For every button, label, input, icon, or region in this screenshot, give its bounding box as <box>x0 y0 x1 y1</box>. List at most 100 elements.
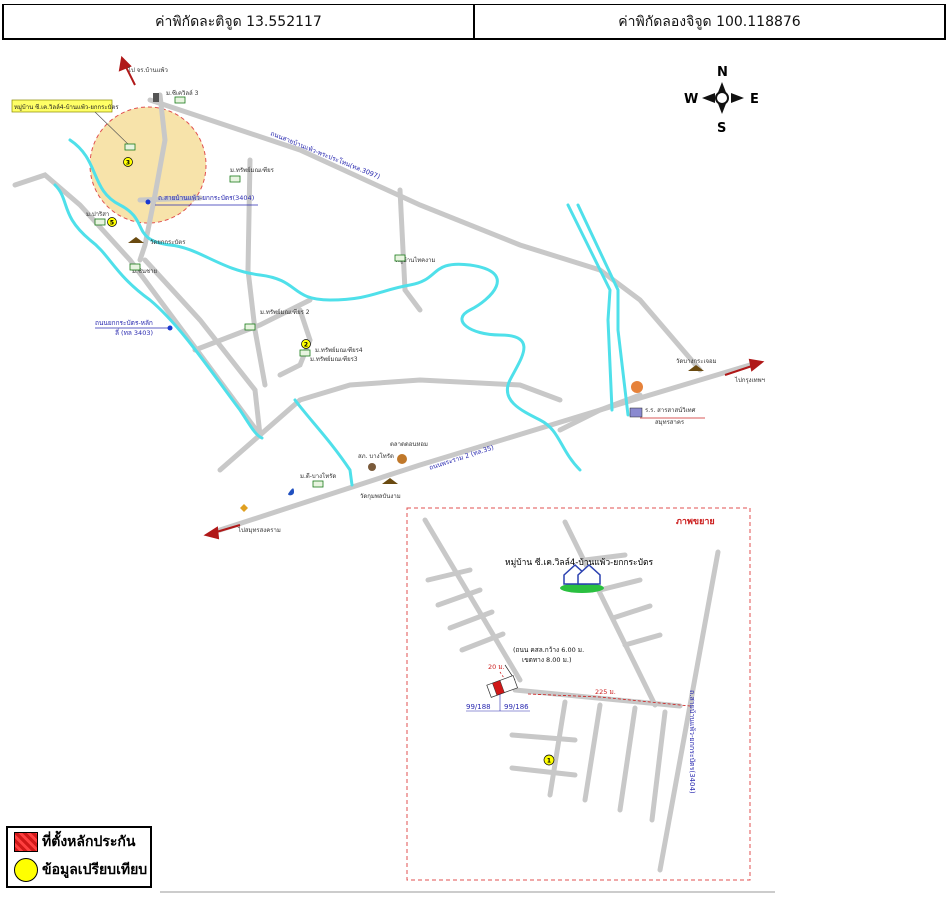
inset-road-link <box>512 687 683 709</box>
village-icon <box>299 349 311 357</box>
arrow-east-head <box>748 358 765 372</box>
label-road-3404: ถ.สายบ้านแพ้ว-ยกกระบัตร(3404) <box>158 194 254 202</box>
road-west <box>12 172 263 438</box>
police-icon <box>368 463 376 471</box>
drop-icon <box>288 488 294 496</box>
inset-road-side: ถ.สายบ้านแพ้ว-ยกกระบัตร(3404) <box>688 690 696 794</box>
target-area-circle <box>89 106 207 224</box>
river-main <box>68 138 582 472</box>
canal-east-a <box>566 203 614 412</box>
inset-village-icon <box>560 563 604 593</box>
compass-n: N <box>717 65 728 80</box>
road-branch-d <box>397 187 423 313</box>
village-icon <box>244 323 256 331</box>
collateral-swatch <box>14 832 38 852</box>
label-wat-yok: วัดยกกระบัตร <box>150 239 186 246</box>
marker-3: 3 <box>126 160 130 167</box>
label-to-bkk: ไปกรุงเทพฯ <box>734 376 765 384</box>
latitude-cell: ค่าพิกัดละติจูด 13.552117 <box>4 5 475 38</box>
label-wat-kum: วัดกุมพลบันงาม <box>360 493 401 500</box>
inset-road-note-2: เขตทาง 8.00 ม.) <box>522 656 572 664</box>
label-road-3403-a: ถนนยกกระบัตร-หลัก <box>95 319 153 327</box>
road-branch-b <box>245 157 268 388</box>
target-callout-box <box>11 99 113 113</box>
inset-title: ภาพขยาย <box>676 517 715 527</box>
temple-icon <box>128 237 144 243</box>
village-icon <box>394 254 406 262</box>
temple-icon <box>688 365 704 371</box>
label-village-dee: ม.ดี-บางโทรัด <box>300 472 336 480</box>
label-road-3403-b: ลี่ (ทล 3403) <box>115 328 153 337</box>
school-flag-icon <box>629 407 643 418</box>
target-callout: หมู่บ้าน ซี.เค.วิลล์4-บ้านแพ้ว-ยกกระบัตร <box>14 103 119 111</box>
arrow-west-head <box>203 526 220 540</box>
coordinate-header: ค่าพิกัดละติจูด 13.552117 ค่าพิกัดลองจิจ… <box>2 4 946 40</box>
marker-2: 2 <box>304 342 308 349</box>
label-village-sk3: ม.ซีเควิลล์ 3 <box>166 89 199 97</box>
longitude-cell: ค่าพิกัดลองจิจูด 100.118876 <box>618 13 801 30</box>
inset-roads <box>422 517 721 873</box>
label-wat-bangkrachom: วัดบางกระเจอม <box>676 358 717 365</box>
road-branch-e <box>217 377 563 473</box>
road-3403 <box>142 257 263 438</box>
village-icon <box>94 218 106 226</box>
village-icon <box>129 263 141 271</box>
comparison-swatch <box>14 858 38 882</box>
inset-dist-225: 225 ม. <box>595 688 616 696</box>
legend-comparison: ข้อมูลเปรียบเทียบ <box>8 856 150 884</box>
river-south <box>293 398 354 487</box>
label-road-3097: ถนนสายบ้านแพ้ว-พระประโทน(ทล.3097) <box>269 129 381 180</box>
inset-lot-a: 99/188 <box>466 703 491 711</box>
rivers <box>53 138 630 487</box>
marker-5: 5 <box>110 220 114 227</box>
label-village-sap: ม.ทรัพย์มณเฑียร <box>230 166 275 174</box>
compass-s: S <box>717 121 726 136</box>
temple-icon <box>382 478 398 484</box>
label-village-hang: หมู่บ้านไทคงาม <box>395 256 435 264</box>
poi-orange-icon <box>631 381 643 393</box>
label-village-sap3b: ม.ทรัพย์มณเฑียร3 <box>310 355 358 363</box>
village-icon <box>174 96 186 104</box>
collateral-lot <box>486 675 518 698</box>
label-school2: สมุทรสาคร <box>655 419 685 426</box>
market-icon <box>397 454 407 464</box>
inset-road-note-1: (ถนน คสล.กว้าง 6.00 ม. <box>513 646 584 654</box>
map-legend: ที่ตั้งหลักประกัน ข้อมูลเปรียบเทียบ <box>6 826 152 888</box>
label-to-bangphae: ไป จร.บ้านแพ้ว <box>127 66 168 74</box>
compass-rose: N S W E <box>684 65 759 136</box>
inset-road-main <box>422 517 523 683</box>
inset-marker: 1 <box>547 758 551 765</box>
compass-e: E <box>750 92 759 107</box>
label-village-sap2: ม.ทรัพย์มณเฑียร 2 <box>260 308 310 316</box>
road-north <box>137 92 168 263</box>
inset-dist-20: 20 ม. <box>488 663 505 671</box>
arrow-north-head <box>118 55 132 72</box>
arrow-east-line <box>724 364 756 376</box>
inset-frame <box>406 507 751 881</box>
label-pao: สภ. บางโทรัด <box>358 452 394 460</box>
canal-east-b <box>576 203 630 417</box>
label-village-sinchai: ม.ชินชาย <box>132 268 157 275</box>
legend-comparison-label: ข้อมูลเปรียบเทียบ <box>42 862 148 878</box>
building-icon <box>153 93 159 102</box>
compass-w: W <box>684 92 698 107</box>
label-market: ตลาดดอนหอม <box>390 441 428 448</box>
inset-village-label: หมู่บ้าน ซี.เค.วิลล์4-บ้านแพ้ว-ยกกระบัตร <box>505 557 654 568</box>
inset-road-diag <box>562 519 658 708</box>
legend-collateral: ที่ตั้งหลักประกัน <box>8 828 150 856</box>
label-school: ร.ร. สารสาสน์วิเทศ <box>645 406 696 414</box>
label-village-pakwa: ม.ปาริสา <box>86 211 109 218</box>
village-icon <box>124 143 136 151</box>
village-icon <box>312 480 324 488</box>
river-west <box>53 183 264 440</box>
inset-road-3404 <box>657 549 721 873</box>
road-3404 <box>137 195 203 203</box>
road-3097 <box>147 97 703 373</box>
inset-lot-b: 99/186 <box>504 703 529 711</box>
poi-yellow-icon <box>240 504 248 512</box>
village-icons <box>94 96 406 488</box>
legend-collateral-label: ที่ตั้งหลักประกัน <box>42 834 136 850</box>
village-icon <box>229 175 241 183</box>
label-to-samut: ไปสมุทรสงคราม <box>237 526 281 534</box>
